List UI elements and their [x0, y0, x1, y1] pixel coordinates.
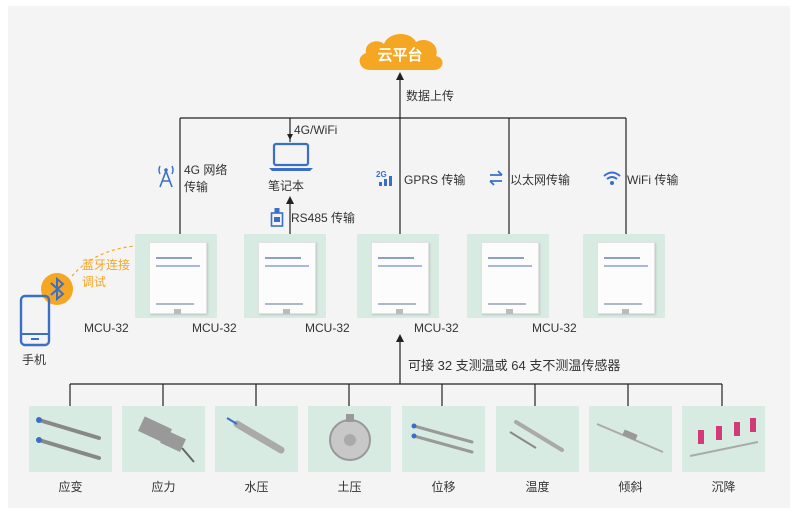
phone-icon [19, 294, 51, 347]
channel-wifi-label: WiFi 传输 [627, 173, 679, 187]
sensor-image-displacement [402, 406, 485, 472]
sensor-label-earth-pressure: 土压 [337, 480, 362, 494]
mcu-label-1: MCU-32 [84, 321, 129, 335]
channel-4g-wifi-label: 4G/WiFi [294, 123, 338, 137]
channel-4g-line2: 传输 [184, 180, 209, 194]
laptop-icon [269, 142, 313, 171]
bluetooth-label-line1: 蓝牙连接 [82, 258, 131, 272]
data-upload-label: 数据上传 [406, 89, 455, 103]
mcu-label-3: MCU-32 [305, 321, 350, 335]
sensor-label-tilt: 倾斜 [618, 480, 643, 494]
mcu-device-2 [244, 234, 326, 318]
bluetooth-label-line2: 调试 [82, 275, 107, 289]
sensor-image-stress [122, 406, 205, 472]
phone-label: 手机 [22, 353, 47, 367]
sensor-label-temperature: 温度 [525, 480, 550, 494]
channel-4g-line1: 4G 网络 [184, 163, 228, 177]
rs485-label: RS485 传输 [291, 211, 356, 225]
sensor-image-tilt [589, 406, 672, 472]
sensor-capacity-label: 可接 32 支测温或 64 支不测温传感器 [408, 358, 621, 373]
mcu-label-5: MCU-32 [532, 321, 577, 335]
channel-ethernet-label: 以太网传输 [510, 173, 571, 187]
sensor-image-water-pressure [215, 406, 298, 472]
sensor-label-strain: 应变 [58, 480, 83, 494]
sensor-image-temperature [496, 406, 579, 472]
mcu-label-4: MCU-32 [414, 321, 459, 335]
sensor-image-settlement [682, 406, 765, 472]
sensor-label-water-pressure: 水压 [244, 480, 269, 494]
wifi-icon [603, 171, 621, 185]
channel-gprs-label: GPRS 传输 [404, 173, 466, 187]
sensor-label-settlement: 沉降 [711, 480, 736, 494]
mcu-label-2: MCU-32 [192, 321, 237, 335]
antenna-icon [158, 165, 174, 188]
cloud-icon [359, 33, 443, 70]
sensor-label-stress: 应力 [151, 480, 176, 494]
laptop-label: 笔记本 [268, 179, 305, 193]
svg-text:2G: 2G [376, 170, 387, 179]
sensor-image-strain [29, 406, 112, 472]
sensor-label-displacement: 位移 [431, 480, 456, 494]
2g-signal-icon: 2G [376, 170, 392, 186]
cloud-platform-label: 云平台 [377, 47, 423, 64]
sensor-image-earth-pressure [308, 406, 391, 472]
ethernet-arrows-icon [489, 170, 503, 186]
mcu-device-1 [135, 234, 217, 318]
rs485-connector-icon [270, 208, 284, 227]
mcu-device-5 [583, 234, 665, 318]
mcu-device-3 [357, 234, 439, 318]
mcu-device-4 [467, 234, 549, 318]
